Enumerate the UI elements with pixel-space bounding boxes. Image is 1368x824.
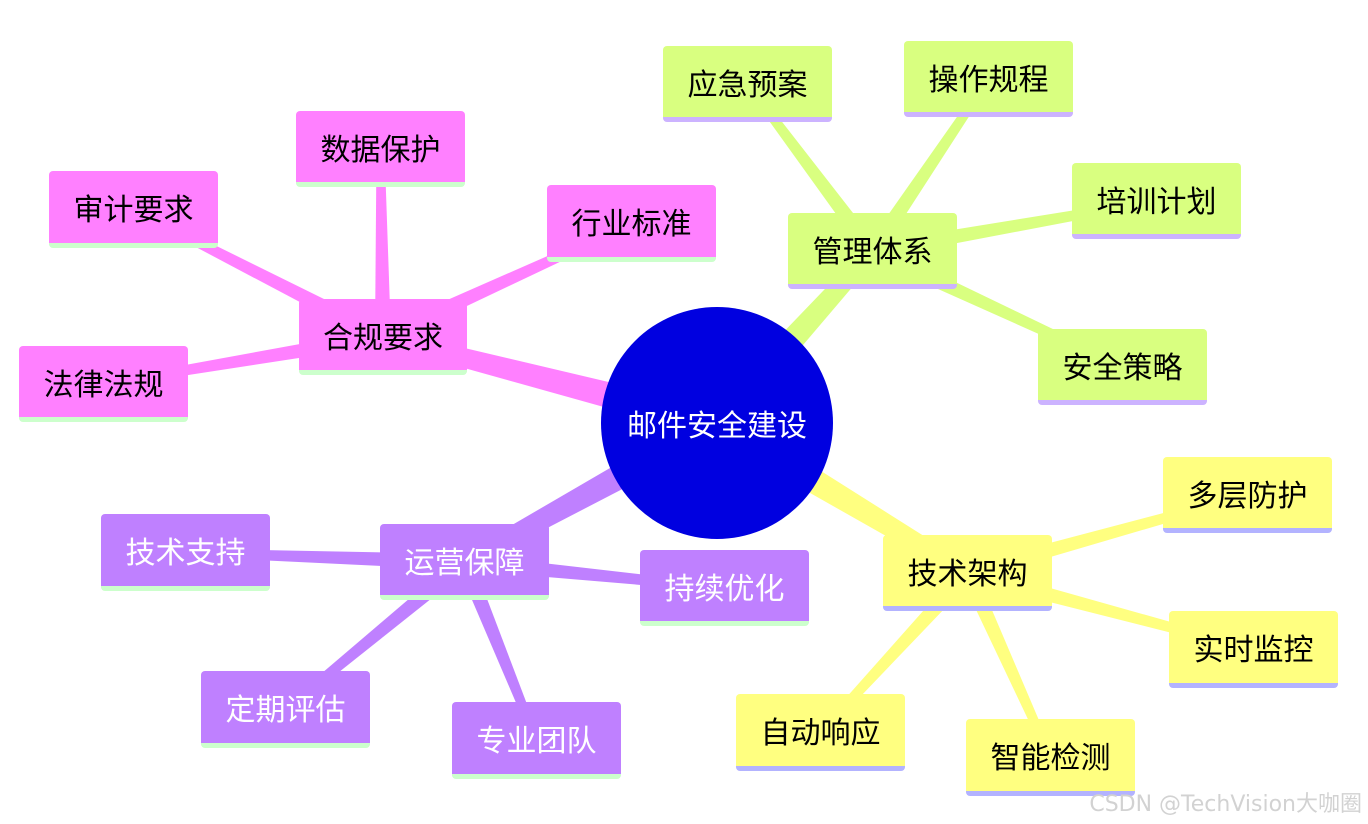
leaf-industry-label: 行业标准 (571, 207, 692, 242)
connector-compliance-data-protection (375, 148, 391, 338)
leaf-audit: 审计要求 (49, 171, 218, 248)
leaf-team: 专业团队 (452, 702, 621, 779)
leaf-support: 技术支持 (101, 514, 270, 591)
leaf-procedures: 操作规程 (904, 41, 1073, 117)
leaf-layered-label: 多层防护 (1187, 478, 1308, 514)
leaf-optimize-label: 持续优化 (664, 571, 785, 607)
leaf-optimize: 持续优化 (640, 550, 809, 626)
leaf-monitor-label: 实时监控 (1193, 633, 1314, 668)
leaf-support-label: 技术支持 (125, 536, 246, 571)
leaf-industry: 行业标准 (547, 185, 716, 262)
branch-tech: 技术架构 (883, 535, 1052, 611)
leaf-team-label: 专业团队 (476, 724, 597, 759)
leaf-review: 定期评估 (201, 671, 370, 748)
leaf-detection: 智能检测 (966, 719, 1135, 796)
leaf-review-label: 定期评估 (225, 693, 346, 728)
leaf-detection-label: 智能检测 (990, 741, 1111, 776)
branch-operations: 运营保障 (380, 524, 549, 600)
branch-compliance: 合规要求 (299, 299, 467, 375)
leaf-emergency: 应急预案 (663, 46, 832, 122)
leaf-training-label: 培训计划 (1096, 184, 1217, 220)
watermark: CSDN @TechVision大咖圈 (1089, 792, 1362, 817)
branch-tech-label: 技术架构 (907, 556, 1028, 592)
leaf-law-label: 法律法规 (43, 367, 164, 403)
leaf-law: 法律法规 (19, 346, 188, 422)
leaf-emergency-label: 应急预案 (687, 67, 808, 103)
leaf-monitor: 实时监控 (1169, 611, 1338, 688)
leaf-training: 培训计划 (1072, 163, 1241, 239)
connector-management-emergency (744, 81, 879, 256)
branch-management-label: 管理体系 (812, 234, 933, 270)
leaf-data-protection-label: 数据保护 (320, 132, 441, 168)
branch-operations-label: 运营保障 (404, 545, 525, 581)
connector-tech-detection (960, 569, 1055, 760)
branch-compliance-label: 合规要求 (323, 320, 443, 356)
connector-operations-team (457, 559, 541, 742)
leaf-response-label: 自动响应 (760, 716, 881, 751)
center-node-label: 邮件安全建设 (627, 409, 807, 444)
connector-management-procedures (865, 76, 992, 256)
branch-management: 管理体系 (788, 213, 957, 289)
leaf-response: 自动响应 (736, 694, 905, 771)
leaf-policy-label: 安全策略 (1062, 350, 1183, 386)
leaf-layered: 多层防护 (1163, 457, 1332, 533)
leaf-procedures-label: 操作规程 (928, 62, 1049, 98)
leaf-audit-label: 审计要求 (73, 193, 194, 228)
leaf-data-protection: 数据保护 (296, 111, 465, 187)
center-node: 邮件安全建设 (601, 307, 833, 539)
leaf-policy: 安全策略 (1038, 329, 1207, 405)
